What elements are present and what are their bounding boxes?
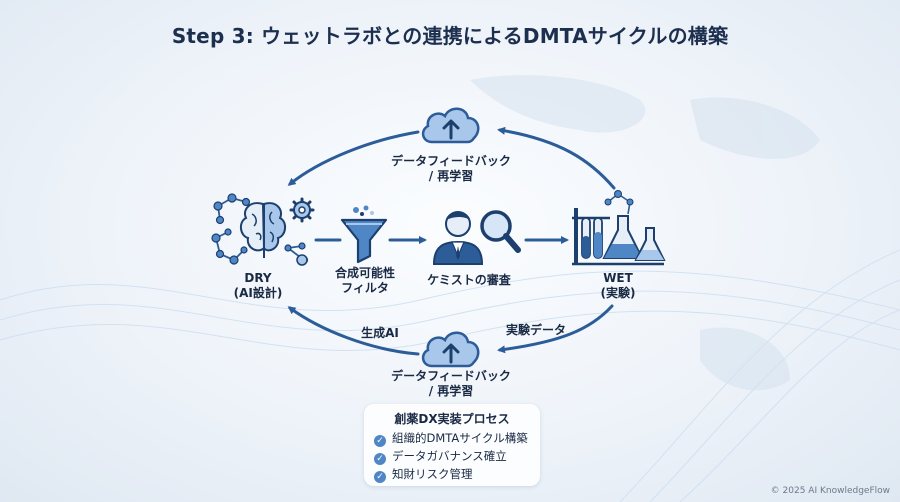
copyright: © 2025 AI KnowledgeFlow xyxy=(770,486,890,496)
dry-label: DRY (AI設計) xyxy=(233,271,283,300)
chemist-label: ケミストの審査 xyxy=(427,273,511,287)
process-item: ✓組織的DMTAサイクル構築 xyxy=(374,430,528,447)
cloud-upload-icon xyxy=(421,107,480,144)
cloud-upload-icon xyxy=(421,331,480,368)
page-title: Step 3: ウェットラボとの連携によるDMTAサイクルの構築 xyxy=(171,24,729,48)
process-box-title: 創薬DX実装プロセス xyxy=(394,412,510,426)
feedback-bottom-label: データフィードバック / 再学習 xyxy=(391,369,511,398)
filter-label: 合成可能性 フィルタ xyxy=(334,266,395,295)
ai-brain-icon xyxy=(211,193,315,266)
chemist-magnifier-icon xyxy=(432,210,521,265)
feedback-top-label: データフィードバック / 再学習 xyxy=(391,154,511,183)
process-item: ✓データガバナンス確立 xyxy=(374,448,507,465)
arrow-bottom-left xyxy=(287,306,420,356)
experiment-data-label: 実験データ xyxy=(505,323,566,337)
funnel-filter-icon xyxy=(340,205,388,264)
arrow-top-left xyxy=(287,130,420,186)
check-icon: ✓ xyxy=(374,453,386,465)
generative-ai-label: 生成AI xyxy=(361,326,399,340)
check-icon: ✓ xyxy=(374,435,386,447)
lab-flask-icon xyxy=(572,190,666,266)
wet-label: WET (実験) xyxy=(600,271,636,300)
process-item: ✓知財リスク管理 xyxy=(374,466,473,483)
arrow-top-right xyxy=(497,126,616,190)
arrow-bottom-right xyxy=(497,304,614,354)
process-box: 創薬DX実装プロセス ✓組織的DMTAサイクル構築 ✓データガバナンス確立 ✓知… xyxy=(364,404,540,486)
check-icon: ✓ xyxy=(374,471,386,483)
